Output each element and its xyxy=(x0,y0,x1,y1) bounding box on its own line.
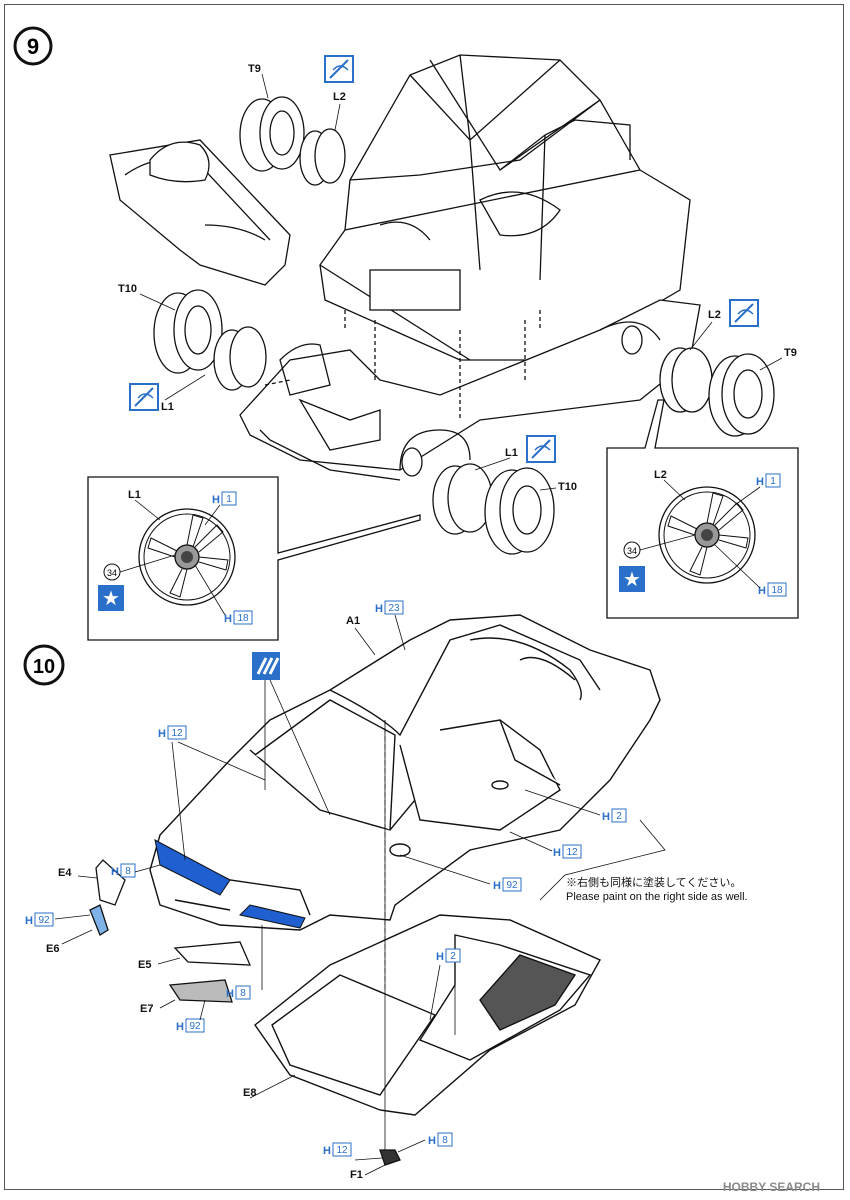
label-l1-mid: L1 xyxy=(505,447,518,459)
svg-text:H: H xyxy=(493,880,501,892)
detail-left-h2: H xyxy=(224,613,232,625)
detail-left-paint: H xyxy=(212,494,220,506)
step-10-badge: 10 xyxy=(23,644,65,686)
clear-paint-icon xyxy=(252,652,280,680)
label-e7: E7 xyxy=(140,1003,153,1015)
svg-text:★: ★ xyxy=(623,569,641,591)
svg-text:12: 12 xyxy=(171,728,183,739)
svg-text:2: 2 xyxy=(616,811,622,822)
wheel-t10-mid xyxy=(401,447,555,555)
svg-text:92: 92 xyxy=(38,915,50,926)
label-e4: E4 xyxy=(58,867,72,879)
svg-text:H: H xyxy=(323,1145,331,1157)
rear-wing-part xyxy=(109,139,291,286)
svg-text:8: 8 xyxy=(442,1135,448,1146)
svg-text:92: 92 xyxy=(506,880,518,891)
watermark: HOBBY SEARCH xyxy=(722,1180,820,1194)
svg-text:8: 8 xyxy=(240,988,246,999)
svg-text:12: 12 xyxy=(336,1145,348,1156)
step-9-badge: 9 xyxy=(13,26,53,66)
svg-text:H: H xyxy=(111,866,119,878)
note-japanese: ※右側も同様に塗装してください。 xyxy=(566,875,741,889)
svg-text:92: 92 xyxy=(189,1021,201,1032)
no-glue-icon xyxy=(129,383,159,411)
windows-part xyxy=(254,914,601,1116)
svg-text:H: H xyxy=(602,811,610,823)
wheel-detail-right: L2 H 1 34 ★ H 18 xyxy=(606,399,799,619)
svg-text:H: H xyxy=(436,951,444,963)
small-parts xyxy=(89,859,401,1166)
wheel-detail-left: L1 H 1 34 ★ H 18 xyxy=(87,476,421,641)
svg-text:H: H xyxy=(176,1021,184,1033)
svg-text:H: H xyxy=(428,1135,436,1147)
detail-right-h2-num: 18 xyxy=(771,585,783,596)
label-a1: A1 xyxy=(346,615,360,627)
detail-left-num: 34 xyxy=(107,568,117,578)
svg-text:H: H xyxy=(375,603,383,615)
label-t10-mid: T10 xyxy=(558,481,577,493)
note-english: Please paint on the right side as well. xyxy=(566,891,748,903)
label-l2-right: L2 xyxy=(708,309,721,321)
svg-text:H: H xyxy=(553,847,561,859)
detail-right-paint-num: 1 xyxy=(770,476,776,487)
label-t9-right: T9 xyxy=(784,347,797,359)
svg-text:23: 23 xyxy=(388,603,400,614)
svg-text:H: H xyxy=(158,728,166,740)
step-10-number: 10 xyxy=(33,656,55,678)
label-t9-top: T9 xyxy=(248,63,261,75)
page-border xyxy=(4,4,844,1190)
wheel-t10-left xyxy=(153,289,267,391)
svg-text:H: H xyxy=(25,915,33,927)
detail-left-paint-num: 1 xyxy=(226,494,232,505)
paint-callouts: H 23 H 12 H 2 H 12 H 92 H 8 H 92 H 8 H 9… xyxy=(25,600,627,1157)
step-9-number: 9 xyxy=(27,34,39,59)
detail-left-part: L1 xyxy=(128,489,141,501)
car-body-drawing xyxy=(149,614,661,931)
detail-left-h2-num: 18 xyxy=(237,613,249,624)
no-glue-icon xyxy=(729,299,759,327)
svg-text:8: 8 xyxy=(125,866,131,877)
no-glue-icon xyxy=(324,55,354,83)
detail-right-paint: H xyxy=(756,476,764,488)
svg-text:12: 12 xyxy=(566,847,578,858)
wheel-t9-right xyxy=(621,325,775,437)
wheel-t9-top xyxy=(239,96,346,186)
label-t10-left: T10 xyxy=(118,283,137,295)
detail-right-part: L2 xyxy=(654,469,667,481)
label-e8: E8 xyxy=(243,1087,256,1099)
headlight-left xyxy=(154,839,231,896)
chassis-drawing xyxy=(239,54,701,481)
svg-text:★: ★ xyxy=(102,588,120,610)
star-paint-icon xyxy=(619,566,645,592)
label-f1: F1 xyxy=(350,1169,363,1181)
label-l1-left: L1 xyxy=(161,401,174,413)
svg-text:H: H xyxy=(226,988,234,1000)
label-e5: E5 xyxy=(138,959,151,971)
label-l2-top: L2 xyxy=(333,91,346,103)
headlight-right xyxy=(238,904,306,929)
detail-right-num: 34 xyxy=(627,546,637,556)
svg-text:2: 2 xyxy=(450,951,456,962)
detail-right-h2: H xyxy=(758,585,766,597)
label-e6: E6 xyxy=(46,943,59,955)
star-paint-icon xyxy=(98,585,124,611)
no-glue-icon xyxy=(526,435,556,463)
